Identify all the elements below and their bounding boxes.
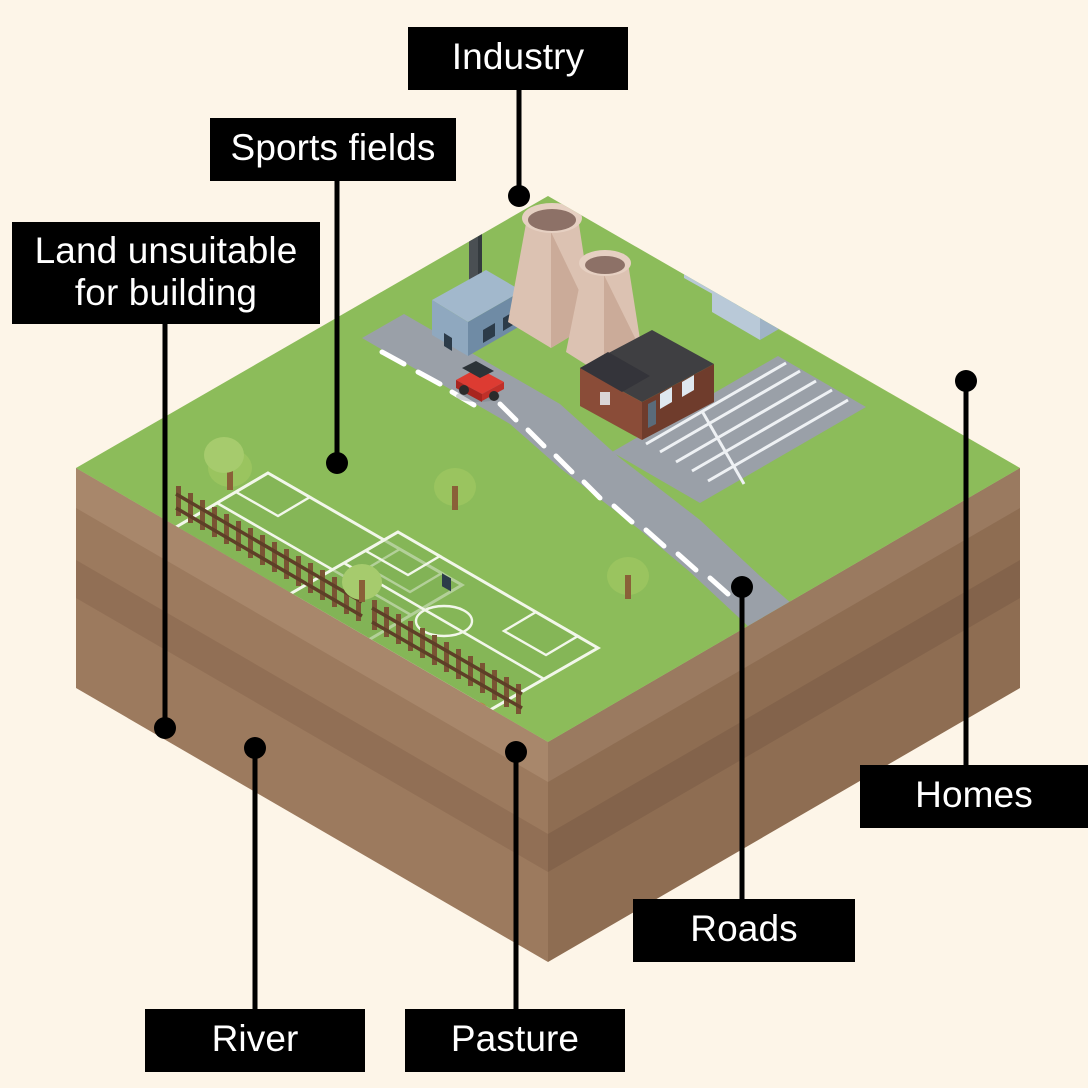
dot-pasture — [505, 741, 527, 763]
house-1 — [806, 208, 898, 300]
leader-dots — [154, 185, 977, 763]
dot-roads — [731, 576, 753, 598]
parking-lot — [612, 356, 866, 503]
dot-homes — [955, 370, 977, 392]
leader-lines — [162, 85, 969, 1009]
tower-block-tall — [684, 196, 784, 306]
dot-sports — [326, 452, 348, 474]
label-homes[interactable]: Homes — [860, 765, 1088, 828]
tree — [204, 437, 244, 473]
soil-block — [76, 468, 1020, 962]
brick-house — [580, 330, 714, 440]
house-3 — [944, 276, 1020, 364]
dot-unsuitable — [154, 717, 176, 739]
tree — [607, 557, 649, 599]
tree — [865, 298, 903, 336]
dot-river — [244, 737, 266, 759]
house-2 — [872, 248, 964, 340]
tree — [342, 564, 382, 602]
tree — [434, 468, 476, 510]
label-industry[interactable]: Industry — [408, 27, 628, 90]
tower-block-short — [712, 196, 808, 340]
road-centre-markings — [379, 349, 731, 597]
label-sports-fields[interactable]: Sports fields — [210, 118, 456, 181]
label-river[interactable]: River — [145, 1009, 365, 1072]
label-land-unsuitable[interactable]: Land unsuitable for building — [12, 222, 320, 325]
label-pasture[interactable]: Pasture — [405, 1009, 625, 1072]
label-roads[interactable]: Roads — [633, 899, 855, 962]
smokestack — [469, 196, 482, 310]
wooden-fence — [175, 486, 523, 714]
parking-stalls — [645, 361, 849, 485]
red-car — [456, 361, 504, 402]
factory-building — [432, 270, 522, 592]
dot-industry — [508, 185, 530, 207]
